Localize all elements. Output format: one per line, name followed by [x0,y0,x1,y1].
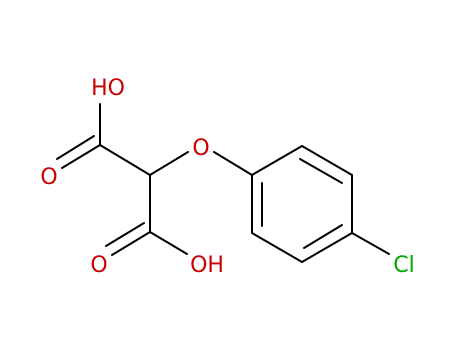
bond-c-oh-bottom [149,231,188,255]
bonds [56,103,390,263]
bond-c-o-double-top-a [61,144,101,169]
ring-inner-bond-2 [303,224,343,249]
atom-labels: HO O O O OH Cl [40,76,414,278]
atom-label-o-carbonyl-bottom: O [90,253,107,278]
atom-label-cl: Cl [393,253,414,278]
ring-bond-2 [301,145,353,176]
bond-ctop-ch [99,144,151,176]
ring-inner-bond-1 [299,158,343,184]
bond-ring-cl [351,232,390,255]
bond-c-o-double-bottom-a [111,231,151,256]
ring-bond-1 [251,145,303,176]
atom-label-oh-bottom: OH [190,253,224,278]
ring-bond-4 [301,232,353,263]
atom-label-oh-top: HO [91,76,125,101]
atom-label-o-carbonyl-top: O [40,165,57,190]
atom-label-o-ether: O [192,136,209,161]
bond-c-o-double-bottom-b [105,222,145,247]
bond-c-o-double-top-b [56,135,95,160]
bond-o-ring [213,151,253,176]
bond-ch-o-ether [149,151,189,176]
ring-bond-5 [251,232,303,263]
